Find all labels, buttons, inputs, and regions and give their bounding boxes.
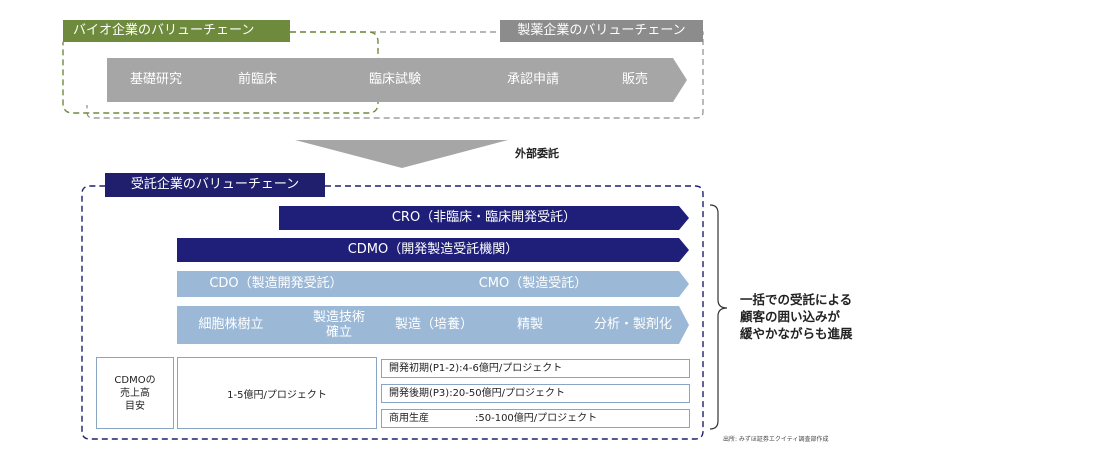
process-cell-line: 細胞株樹立 (198, 317, 264, 332)
contract-value-chain-label: 受託企業のバリューチェーン (105, 173, 325, 197)
bio-value-chain-frame (62, 31, 379, 114)
phase-value: :20-50億円/プロジェクト (449, 388, 565, 399)
value-chain-steps-bar (107, 58, 687, 102)
step-approval-application: 承認申請 (506, 72, 559, 87)
outsourcing-label: 外部委託 (515, 147, 559, 160)
process-culture: 製造（培養） (394, 317, 473, 332)
phase-label: 開発初期(P1-2) (389, 363, 460, 374)
phase-row: 商用生産 :50-100億円/プロジェクト (381, 409, 690, 428)
phase-row: 開発後期(P3):20-50億円/プロジェクト (381, 384, 690, 403)
phase-value: :4-6億円/プロジェクト (459, 363, 563, 374)
phase-row: 開発初期(P1-2):4-6億円/プロジェクト (381, 359, 690, 378)
right-brace (709, 204, 728, 430)
sales-cdo: 1-5億円/プロジェクト (177, 357, 377, 429)
outsourcing-arrow (295, 140, 508, 168)
cmo-label: CMO（製造受託） (478, 276, 588, 291)
phase-value: :50-100億円/プロジェクト (475, 413, 598, 424)
cro-bar: CRO（非臨床・臨床開発受託） (279, 206, 689, 230)
step-clinical-trials: 臨床試験 (368, 72, 421, 87)
sales-estimate-label: CDMOの 売上高 目安 (96, 357, 174, 429)
contract-value-chain-frame (81, 185, 704, 440)
process-steps-bar (177, 306, 689, 344)
step-preclinical: 前臨床 (237, 72, 277, 87)
cdmo-bar: CDMO（開発製造受託機関） (177, 238, 689, 262)
integrated-outsourcing-note: 一括での受託による 顧客の囲い込みが 緩やかながらも進展 (740, 292, 853, 341)
step-sales: 販売 (621, 72, 648, 87)
pharma-value-chain-label: 製薬企業のバリューチェーン (500, 20, 703, 42)
process-manufacturing-tech: 製造技術 確立 (312, 310, 365, 340)
pharma-value-chain-frame (86, 31, 704, 119)
bio-value-chain-label: バイオ企業のバリューチェーン (63, 20, 290, 42)
source-note: 出所: みずほ証券エクイティ調査部作成 (723, 436, 829, 443)
phase-label: 開発後期(P3) (389, 388, 450, 399)
cdo-cmo-bar (177, 271, 689, 297)
step-basic-research: 基礎研究 (129, 72, 182, 87)
phase-label: 商用生産 (389, 413, 429, 424)
process-analysis-formulation: 分析・製剤化 (593, 317, 672, 332)
process-purification: 精製 (516, 317, 543, 332)
cdo-label: CDO（製造開発受託） (209, 276, 343, 291)
